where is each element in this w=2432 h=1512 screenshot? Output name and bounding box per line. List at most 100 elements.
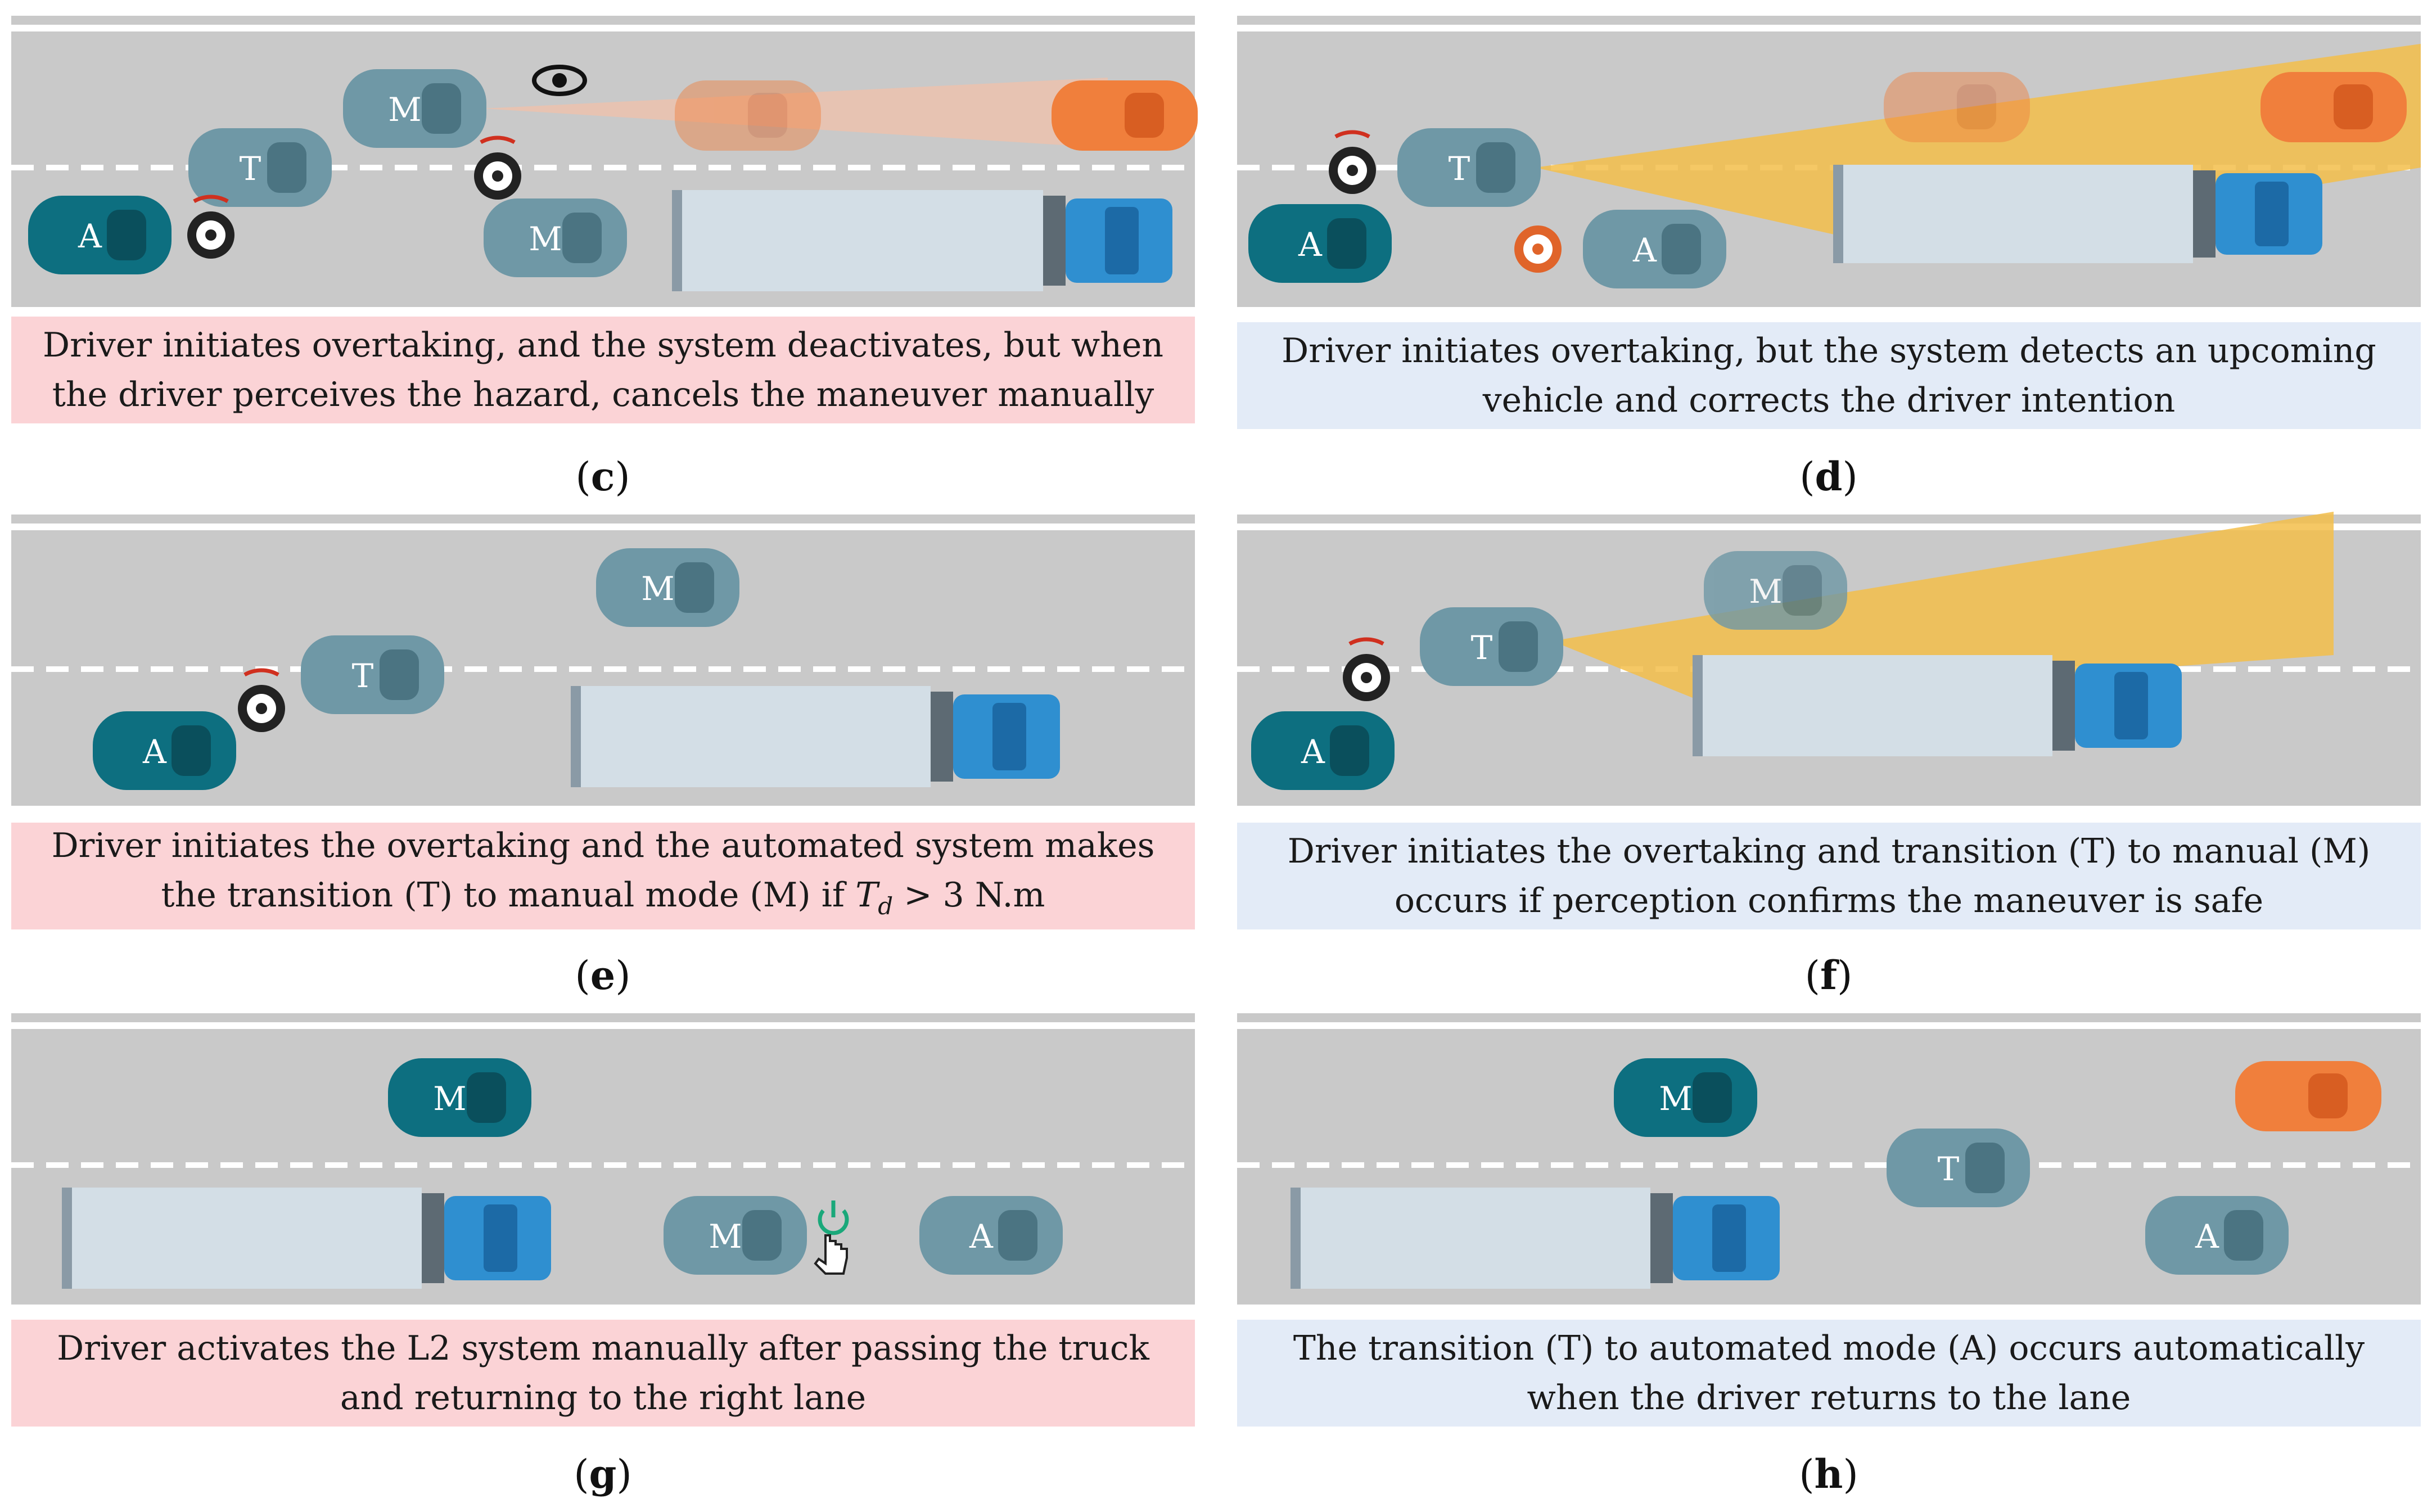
- panel-c: A T M M Drive: [11, 16, 1198, 506]
- panel-label-h: (h): [1799, 1451, 1858, 1497]
- car-m-lower: M: [484, 198, 627, 277]
- car-a-ghost: A: [1583, 210, 1726, 288]
- oncoming-car-ghost: [675, 80, 821, 151]
- car-a: A: [1251, 711, 1395, 790]
- car-mode-label: M: [433, 1080, 466, 1118]
- panel-e: A T M Driver initiates the overtaking an…: [11, 514, 1195, 1005]
- road-scene-f: A T M: [1237, 512, 2421, 806]
- steering-wheel-icon: [474, 136, 521, 200]
- road-scene-c: A T M M: [11, 16, 1198, 307]
- car-a: A: [919, 1196, 1063, 1275]
- perception-cone: [1552, 512, 2334, 700]
- truck: [672, 190, 1172, 291]
- caption-line: occurs if perception confirms the maneuv…: [1394, 881, 2264, 920]
- caption-line: Driver initiates overtaking, but the sys…: [1282, 331, 2376, 371]
- steering-wheel-icon: [1329, 130, 1376, 194]
- car-mode-label: A: [1632, 231, 1657, 269]
- caption-line: Driver activates the L2 system manually …: [57, 1329, 1149, 1368]
- truck: [1693, 655, 2182, 756]
- power-button-icon: [818, 1200, 849, 1235]
- car-t: T: [301, 635, 444, 714]
- panel-g: M M A Driver activates the L2 system man…: [11, 1013, 1195, 1504]
- car-t: T: [1397, 128, 1541, 207]
- car-mode-label: M: [388, 91, 421, 129]
- caption-line: and returning to the right lane: [340, 1378, 867, 1418]
- car-a: A: [93, 711, 236, 790]
- perception-cone: [484, 78, 1108, 148]
- caption-line: the transition (T) to manual mode (M) if: [161, 875, 845, 915]
- hand-pointer-icon: [814, 1234, 848, 1275]
- panel-label-d: (d): [1799, 453, 1858, 500]
- car-mode-label: T: [1471, 629, 1493, 667]
- steering-wheel-icon: [238, 668, 285, 732]
- panel-label-f: (f): [1804, 952, 1853, 999]
- panel-d: A T A Driver initiates overtaking, but t…: [1237, 16, 2421, 506]
- car-mode-label: M: [529, 220, 562, 258]
- panel-label-c: (c): [575, 453, 630, 500]
- car-t: T: [1420, 607, 1563, 686]
- car-a: A: [28, 196, 172, 274]
- caption-c: Driver initiates overtaking, and the sys…: [11, 317, 1195, 423]
- formula-rest: > 3 N.m: [893, 875, 1045, 915]
- oncoming-car: [1052, 80, 1198, 151]
- car-mode-label: M: [709, 1217, 742, 1256]
- caption-line-with-formula: the transition (T) to manual mode (M) if…: [161, 870, 1045, 931]
- steering-wheel-warning-icon: [1514, 225, 1562, 273]
- car-m-upper: M: [388, 1058, 531, 1137]
- truck: [1833, 165, 2322, 263]
- car-m: M: [1614, 1058, 1757, 1137]
- car-mode-label: T: [240, 150, 261, 188]
- caption-line: Driver initiates the overtaking and tran…: [1287, 832, 2371, 871]
- panel-label-g: (g): [574, 1451, 632, 1497]
- car-m-upper: M: [343, 69, 486, 148]
- truck: [1291, 1188, 1780, 1289]
- truck: [62, 1188, 551, 1289]
- road-scene-g: M M A: [11, 1013, 1195, 1305]
- caption-line: the driver perceives the hazard, cancels…: [52, 375, 1154, 414]
- road-scene-h: M T A: [1237, 1013, 2421, 1305]
- car-a: A: [2145, 1196, 2289, 1275]
- panel-label-e: (e): [575, 952, 631, 999]
- caption-line: Driver initiates the overtaking and the …: [51, 826, 1155, 865]
- car-mode-label: M: [641, 570, 674, 608]
- formula-subscript: d: [878, 892, 894, 920]
- oncoming-car: [2235, 1061, 2381, 1131]
- car-mode-label: A: [78, 217, 102, 255]
- caption-line: The transition (T) to automated mode (A)…: [1293, 1329, 2365, 1368]
- steering-wheel-icon: [1343, 637, 1390, 701]
- caption-e: Driver initiates the overtaking and the …: [11, 823, 1195, 929]
- caption-line: vehicle and corrects the driver intentio…: [1482, 381, 2176, 420]
- caption-line: Driver initiates overtaking, and the sys…: [42, 326, 1164, 365]
- panel-h: M T A The transition (T) to automated mo…: [1237, 1013, 2421, 1504]
- caption-g: Driver activates the L2 system manually …: [11, 1320, 1195, 1427]
- car-mode-label: T: [1449, 150, 1470, 188]
- caption-d: Driver initiates overtaking, but the sys…: [1237, 322, 2421, 429]
- eye-icon: [532, 65, 587, 96]
- car-mode-label: T: [352, 657, 374, 695]
- car-m: M: [1704, 551, 1847, 630]
- car-t: T: [1887, 1129, 2030, 1207]
- car-mode-label: A: [969, 1217, 994, 1256]
- panel-f: A T M Driver initiates the overtaking an…: [1237, 512, 2421, 1005]
- road-scene-e: A T M: [11, 514, 1195, 806]
- car-a: A: [1248, 204, 1392, 283]
- oncoming-car-ghost: [1884, 72, 2030, 142]
- car-m: M: [596, 548, 739, 627]
- car-mode-label: A: [1301, 733, 1325, 771]
- formula-symbol: T: [855, 875, 878, 915]
- car-mode-label: T: [1938, 1150, 1960, 1188]
- car-mode-label: A: [1298, 225, 1323, 264]
- car-m-lower: M: [664, 1196, 807, 1275]
- caption-line: when the driver returns to the lane: [1527, 1378, 2131, 1418]
- car-mode-label: A: [142, 733, 167, 771]
- steering-wheel-icon: [187, 195, 234, 259]
- truck: [571, 686, 1060, 787]
- car-mode-label: A: [2195, 1217, 2219, 1256]
- road-scene-d: A T A: [1237, 16, 2421, 307]
- car-mode-label: M: [1659, 1080, 1692, 1118]
- caption-h: The transition (T) to automated mode (A)…: [1237, 1320, 2421, 1427]
- car-t: T: [188, 128, 332, 207]
- oncoming-car: [2260, 72, 2407, 142]
- car-mode-label: M: [1749, 572, 1782, 611]
- caption-f: Driver initiates the overtaking and tran…: [1237, 823, 2421, 929]
